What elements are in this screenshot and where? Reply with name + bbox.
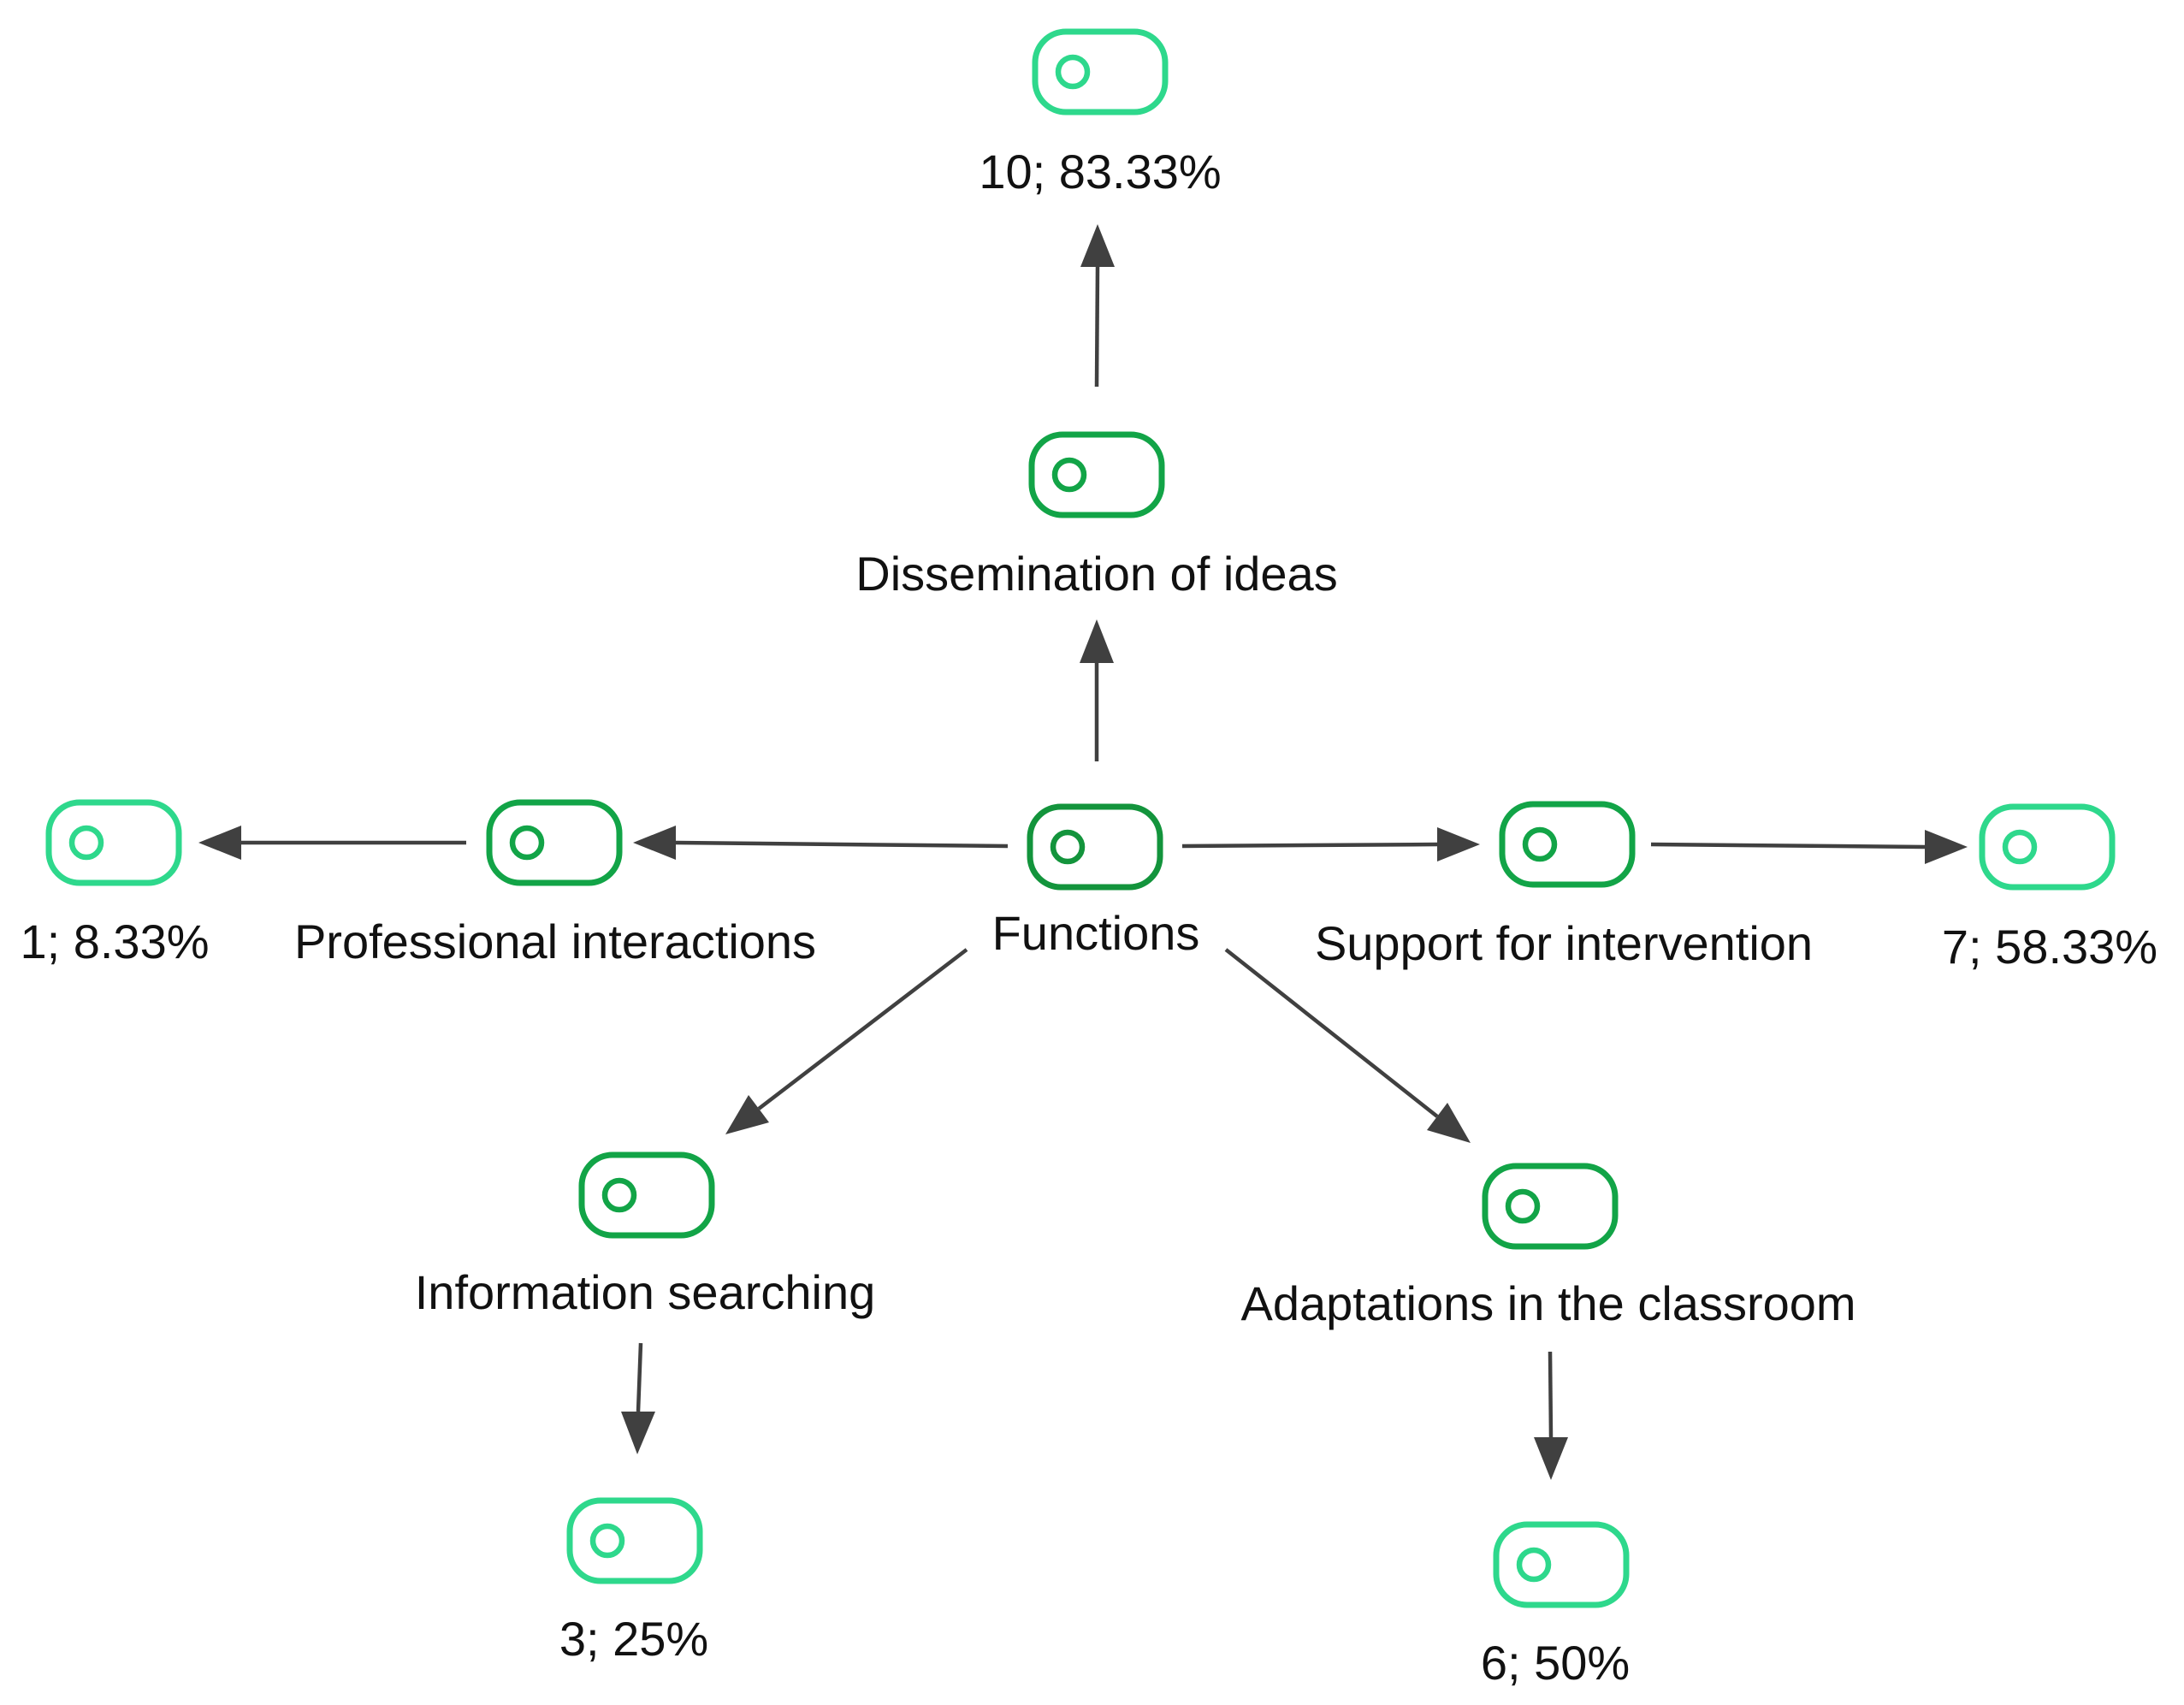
node-label-information: Information searching — [415, 1265, 876, 1319]
edge-functions-to-adaptations — [1224, 948, 1471, 1143]
node-label-support-result: 7; 58.33% — [1942, 920, 2157, 974]
node-dissemination: Dissemination of ideas — [855, 435, 1338, 601]
edge-functions-to-dissemination — [1080, 619, 1114, 761]
node-label-professional-result: 1; 8.33% — [20, 915, 209, 968]
toggle-switch-icon — [1032, 435, 1162, 515]
node-adaptations: Adaptations in the classroom — [1240, 1166, 1856, 1330]
edge-adaptations-to-result — [1534, 1351, 1568, 1480]
toggle-switch-icon — [1035, 32, 1165, 112]
node-label-dissemination-result: 10; 83.33% — [979, 145, 1221, 198]
edge-functions-to-support — [1181, 827, 1480, 861]
node-label-dissemination: Dissemination of ideas — [855, 547, 1337, 601]
node-label-functions: Functions — [992, 906, 1200, 960]
toggle-switch-icon — [1496, 1524, 1626, 1605]
node-label-adaptations-result: 6; 50% — [1481, 1636, 1630, 1690]
toggle-switch-icon — [582, 1155, 712, 1235]
edge-professional-to-result — [198, 826, 466, 860]
node-label-professional: Professional interactions — [294, 915, 816, 968]
node-support-result: 7; 58.33% — [1942, 807, 2157, 974]
toggle-switch-icon — [489, 802, 619, 883]
node-information: Information searching — [415, 1155, 876, 1319]
node-information-result: 3; 25% — [559, 1501, 708, 1666]
node-label-information-result: 3; 25% — [559, 1612, 708, 1666]
edge-dissemination-to-result — [1080, 224, 1115, 388]
node-adaptations-result: 6; 50% — [1481, 1524, 1630, 1690]
toggle-switch-icon — [49, 802, 179, 883]
node-professional: Professional interactions — [294, 802, 816, 968]
toggle-switch-icon — [1502, 804, 1632, 885]
node-professional-result: 1; 8.33% — [20, 802, 210, 968]
toggle-switch-icon — [1030, 807, 1160, 887]
edge-functions-to-information — [725, 948, 968, 1134]
toggle-switch-icon — [1982, 807, 2112, 887]
node-layer: Functions Dissemination of ideas 10; 83.… — [20, 32, 2157, 1690]
toggle-switch-icon — [570, 1501, 700, 1581]
node-label-support: Support for intervention — [1315, 916, 1813, 970]
node-support: Support for intervention — [1315, 804, 1813, 970]
node-label-adaptations: Adaptations in the classroom — [1240, 1276, 1856, 1330]
toggle-switch-icon — [1485, 1166, 1615, 1246]
edge-information-to-result — [621, 1342, 655, 1454]
node-functions: Functions — [992, 807, 1200, 960]
node-dissemination-result: 10; 83.33% — [979, 32, 1222, 198]
edge-functions-to-professional — [633, 826, 1009, 860]
edge-support-to-result — [1650, 830, 1968, 864]
edge-layer — [198, 224, 1968, 1480]
